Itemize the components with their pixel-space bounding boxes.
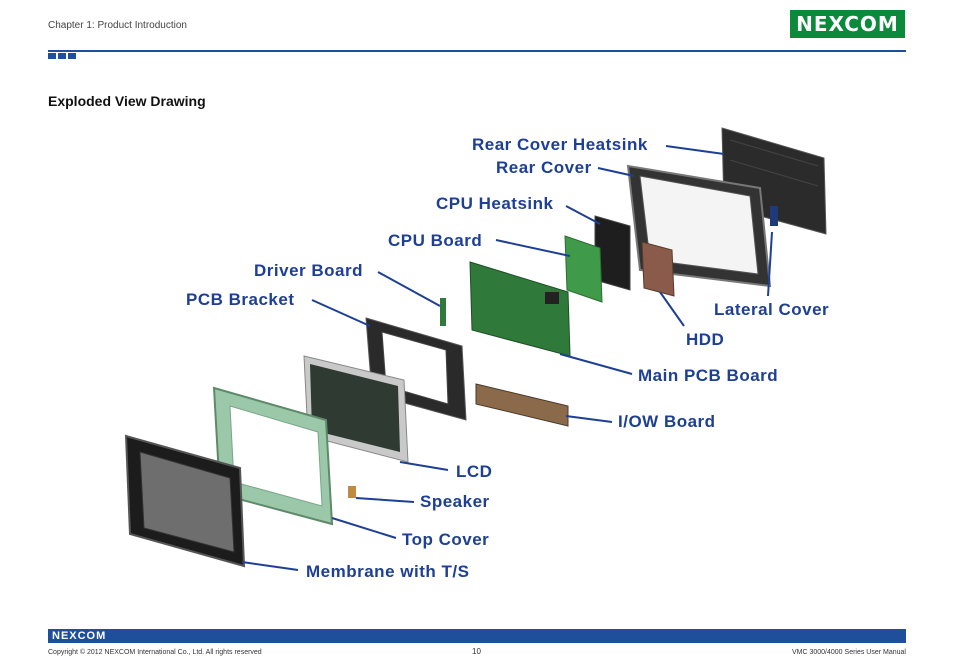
square-decoration xyxy=(48,53,56,59)
hdd-part xyxy=(641,241,675,297)
logo-text: NEXCOM xyxy=(796,12,899,36)
square-decoration xyxy=(68,53,76,59)
header-rule xyxy=(48,50,906,52)
label-membrane: Membrane with T/S xyxy=(306,562,469,581)
label-iow-board: I/OW Board xyxy=(618,412,716,431)
exploded-view-drawing: Rear Cover Heatsink Rear Cover CPU Heats… xyxy=(124,127,829,581)
label-rear-cover: Rear Cover xyxy=(496,158,592,177)
label-rear-cover-heatsink: Rear Cover Heatsink xyxy=(472,135,648,154)
manual-title: VMC 3000/4000 Series User Manual xyxy=(791,649,906,656)
cpu-board-part xyxy=(564,235,603,303)
label-pcb-bracket: PCB Bracket xyxy=(186,290,295,309)
nexcom-logo: NEXCOM xyxy=(790,10,905,38)
label-top-cover: Top Cover xyxy=(402,530,489,549)
label-cpu-heatsink: CPU Heatsink xyxy=(436,194,554,213)
iow-board-part xyxy=(475,383,569,427)
label-hdd: HDD xyxy=(686,330,724,349)
label-lcd: LCD xyxy=(456,462,492,481)
driver-board-part xyxy=(440,298,446,326)
page-number: 10 xyxy=(472,647,481,656)
main-pcb-board-part xyxy=(469,261,571,357)
label-main-pcb-board: Main PCB Board xyxy=(638,366,778,385)
label-driver-board: Driver Board xyxy=(254,261,363,280)
chapter-title: Chapter 1: Product Introduction xyxy=(48,20,187,31)
label-lateral-cover: Lateral Cover xyxy=(714,300,829,319)
copyright-text: Copyright © 2012 NEXCOM International Co… xyxy=(48,649,262,656)
label-speaker: Speaker xyxy=(420,492,490,511)
lateral-cover-part xyxy=(770,206,778,226)
footer-logo: NEXCOM xyxy=(48,629,106,643)
square-decoration xyxy=(58,53,66,59)
section-title: Exploded View Drawing xyxy=(48,93,206,109)
speaker-part xyxy=(348,486,356,498)
header-squares xyxy=(48,53,76,59)
label-cpu-board: CPU Board xyxy=(388,231,482,250)
footer-logo-text: NEXCOM xyxy=(52,630,107,642)
footer-bar xyxy=(48,629,906,643)
